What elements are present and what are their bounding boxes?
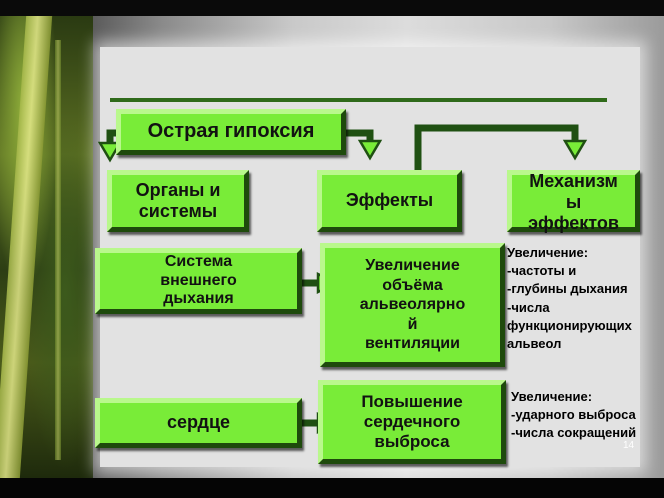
node-alveolar-line4: й bbox=[407, 315, 418, 333]
node-resp-line1: Система bbox=[164, 252, 233, 270]
node-acute-hypoxia: Острая гипоксия bbox=[116, 109, 346, 155]
node-resp-line2: внешнего bbox=[160, 271, 237, 289]
node-mechanisms: Механизм ы эффектов bbox=[507, 170, 640, 234]
node-alveolar-line5: вентиляции bbox=[365, 335, 460, 353]
node-cardiac-output: Повышение сердечного выброса bbox=[318, 380, 506, 464]
note-cardiac-line3: -числа сокращений bbox=[511, 425, 637, 441]
decorative-vine-thin bbox=[55, 40, 61, 460]
node-organs-systems: Органы и системы bbox=[107, 170, 249, 232]
arrowhead-down-mechanisms bbox=[562, 139, 588, 161]
note-cardiac-line2: -ударного выброса bbox=[511, 407, 636, 423]
note-resp-line6: альвеол bbox=[507, 336, 562, 352]
connector-hypoxia-to-organs bbox=[106, 129, 122, 149]
node-organs-line2: системы bbox=[138, 201, 218, 221]
node-acute-hypoxia-label: Острая гипоксия bbox=[147, 120, 315, 143]
node-effects-label: Эффекты bbox=[345, 190, 434, 211]
note-resp-line2: -частоты и bbox=[507, 263, 577, 279]
top-black-bar bbox=[0, 0, 664, 16]
node-alveolar-line2: объёма bbox=[382, 276, 443, 294]
node-cardiac-line3: выброса bbox=[374, 432, 450, 452]
note-resp-line4: -числа bbox=[507, 299, 550, 315]
note-resp-line1: Увеличение: bbox=[507, 245, 589, 260]
node-mechanisms-line1: Механизм bbox=[529, 171, 618, 191]
connector-effects-to-mechanisms bbox=[414, 124, 579, 176]
title-underline bbox=[110, 98, 607, 102]
note-cardiac-line1: Увеличение: bbox=[511, 389, 593, 404]
note-respiratory: Увеличение: -частоты и -глубины дыхания … bbox=[507, 244, 632, 353]
node-alveolar-ventilation: Увеличение объёма альвеолярно й вентиляц… bbox=[320, 243, 505, 367]
bottom-black-bar bbox=[0, 478, 664, 498]
node-cardiac-line1: Повышение bbox=[361, 391, 463, 411]
node-heart: сердце bbox=[95, 398, 302, 448]
node-organs-line1: Органы и bbox=[135, 179, 221, 200]
node-resp-line3: дыхания bbox=[163, 290, 234, 308]
node-alveolar-line1: Увеличение bbox=[365, 257, 460, 275]
page-number: 14 bbox=[623, 440, 635, 451]
arrowhead-down-effects bbox=[357, 139, 383, 161]
note-cardiac: Увеличение: -ударного выброса -числа сок… bbox=[511, 388, 636, 443]
note-resp-line5: функционирующих bbox=[507, 317, 632, 333]
note-resp-line3: -глубины дыхания bbox=[507, 281, 628, 297]
node-heart-label: сердце bbox=[166, 412, 231, 433]
connector-hypoxia-to-effects bbox=[342, 129, 374, 147]
node-alveolar-line3: альвеолярно bbox=[359, 296, 466, 314]
arrowhead-down-organs bbox=[97, 141, 123, 163]
node-cardiac-line2: сердечного bbox=[363, 411, 461, 431]
node-mechanisms-line3: эффектов bbox=[528, 213, 619, 234]
node-effects: Эффекты bbox=[317, 170, 462, 232]
node-respiratory-system: Система внешнего дыхания bbox=[95, 248, 302, 314]
node-mechanisms-line2: ы bbox=[565, 192, 582, 213]
